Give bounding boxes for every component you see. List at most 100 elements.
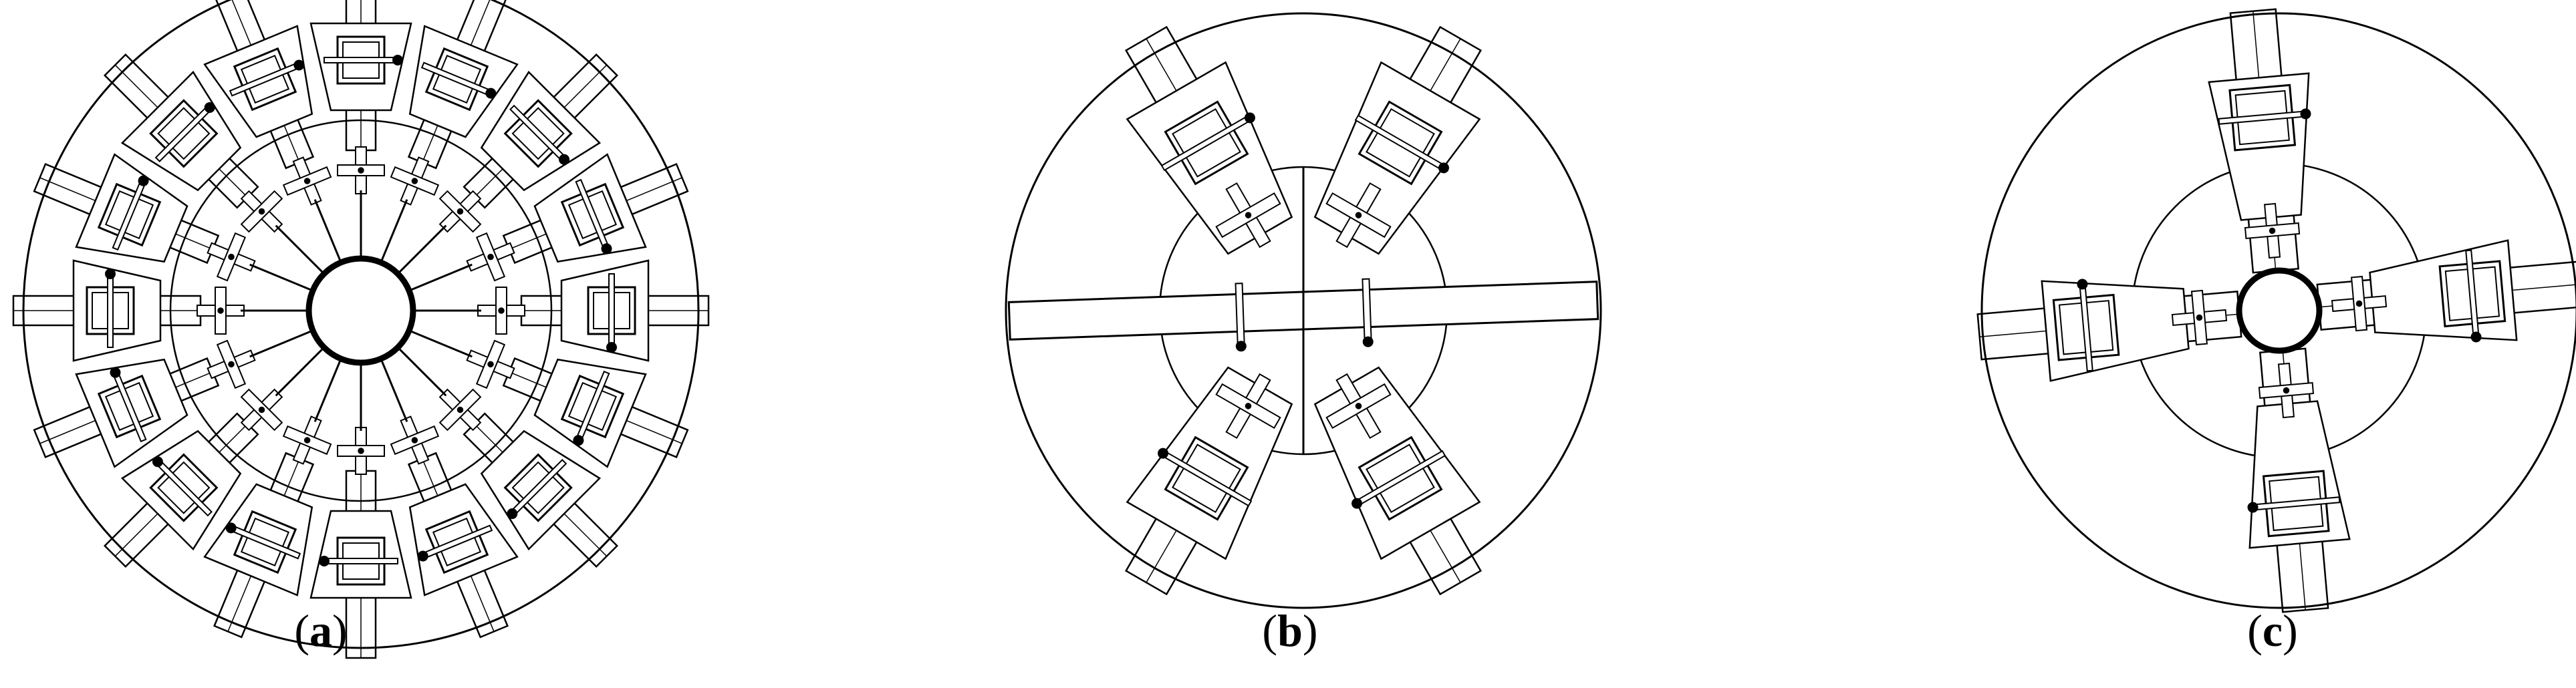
hub-spoke — [396, 224, 447, 276]
arm-b-0 — [1124, 25, 1293, 255]
cross-pin — [457, 406, 464, 413]
bolt-head — [2470, 331, 2482, 343]
arm-b-1 — [1313, 25, 1483, 255]
hub-spoke — [407, 263, 473, 293]
hub-spoke — [396, 345, 447, 397]
bolt-rod — [107, 273, 114, 348]
bolt-head — [559, 154, 570, 165]
arm-c-1 — [2316, 239, 2576, 343]
cross-pin — [358, 167, 364, 174]
arm-c-3 — [1976, 279, 2242, 382]
hub-spoke — [249, 329, 315, 358]
arm-a-2 — [396, 53, 619, 276]
panel-a-drawing — [12, 0, 710, 659]
arm-b-3 — [1124, 366, 1293, 596]
bolt-head — [319, 556, 330, 566]
arm-a-12 — [12, 259, 310, 362]
arm-a-11 — [33, 329, 315, 468]
cross-pin — [487, 361, 494, 368]
caption-c-close: ) — [2283, 605, 2298, 656]
clip-left-bolt — [1235, 341, 1247, 352]
arm-a-7 — [379, 357, 519, 639]
bolt-head — [110, 367, 121, 378]
bolt-head — [606, 342, 617, 353]
bolt-head — [152, 456, 163, 468]
bolt-head — [507, 508, 518, 520]
bolt-head — [485, 88, 497, 99]
arm-c-2 — [2247, 347, 2351, 613]
arm-a-0 — [309, 0, 412, 260]
arm-a-10 — [103, 345, 326, 568]
cross-pin — [411, 437, 418, 444]
cross-pin — [457, 208, 464, 215]
outer-ring — [1005, 12, 1602, 609]
panel-b — [1003, 0, 1604, 688]
bolt-head — [1244, 112, 1255, 124]
central-hub — [305, 255, 416, 366]
cross-pin — [2196, 314, 2203, 321]
hub-spoke — [313, 357, 343, 422]
caption-b-close: ) — [1302, 605, 1318, 656]
bolt-head — [2077, 279, 2088, 290]
bolt-head — [417, 550, 428, 562]
caption-a-close: ) — [332, 605, 348, 656]
bolt-head — [138, 175, 149, 186]
bolt-rod — [324, 57, 398, 63]
arm-a-5 — [407, 329, 689, 468]
cross-pin — [217, 307, 224, 314]
caption-b-open: ( — [1262, 605, 1278, 656]
hub-spoke — [275, 224, 326, 276]
hub-spoke — [379, 357, 408, 422]
bolt-head — [573, 435, 584, 446]
arm-a-6 — [396, 345, 619, 568]
arm-a-8 — [309, 361, 412, 659]
cross-pin — [358, 448, 364, 454]
bolt-head — [1158, 448, 1169, 459]
arm-a-9 — [203, 357, 343, 639]
bolt-head — [392, 55, 403, 65]
caption-c: (c) — [2226, 605, 2319, 657]
beam-clip-left — [1235, 283, 1245, 343]
caption-a-letter: a — [309, 605, 332, 656]
caption-b: (b) — [1243, 605, 1337, 657]
hub-spoke — [275, 345, 326, 397]
cross-pin — [2355, 300, 2363, 307]
bolt-rod — [324, 558, 398, 564]
cross-pin — [258, 406, 265, 413]
bolt-head — [204, 102, 215, 113]
arm-a-15 — [203, 0, 343, 265]
hub-spoke — [379, 199, 408, 265]
cross-pin — [1355, 403, 1362, 409]
bolt-head — [2247, 502, 2259, 513]
hub-spoke — [249, 263, 315, 293]
cross-pin — [258, 208, 265, 215]
bolt-rod — [608, 273, 615, 348]
bolt-head — [293, 59, 305, 71]
panel-c-drawing — [1976, 8, 2576, 613]
arm-a-14 — [103, 53, 326, 276]
caption-c-open: ( — [2247, 605, 2263, 656]
panel-b-drawing — [1005, 12, 1602, 609]
clip-right-bolt — [1362, 336, 1374, 347]
bolt-head — [1438, 162, 1449, 174]
arm-a-13 — [33, 153, 315, 293]
bolt-head — [1351, 498, 1363, 509]
cross-pin — [228, 361, 235, 368]
bolt-head — [105, 269, 116, 279]
caption-b-letter: b — [1277, 605, 1303, 656]
bolt-head — [2300, 108, 2311, 120]
arm-a-1 — [379, 0, 519, 265]
arm-a-3 — [407, 153, 689, 293]
outer-ring — [1980, 12, 2576, 609]
central-hub — [2236, 267, 2323, 354]
cross-pin — [1245, 212, 1252, 218]
cross-pin — [303, 437, 311, 444]
cross-pin — [2269, 227, 2276, 234]
caption-a: (a) — [274, 605, 368, 657]
cross-pin — [228, 253, 235, 261]
cross-pin — [2283, 387, 2290, 394]
hub-spoke — [313, 199, 343, 265]
cross-pin — [498, 307, 505, 314]
beam-clip-right — [1362, 278, 1372, 339]
